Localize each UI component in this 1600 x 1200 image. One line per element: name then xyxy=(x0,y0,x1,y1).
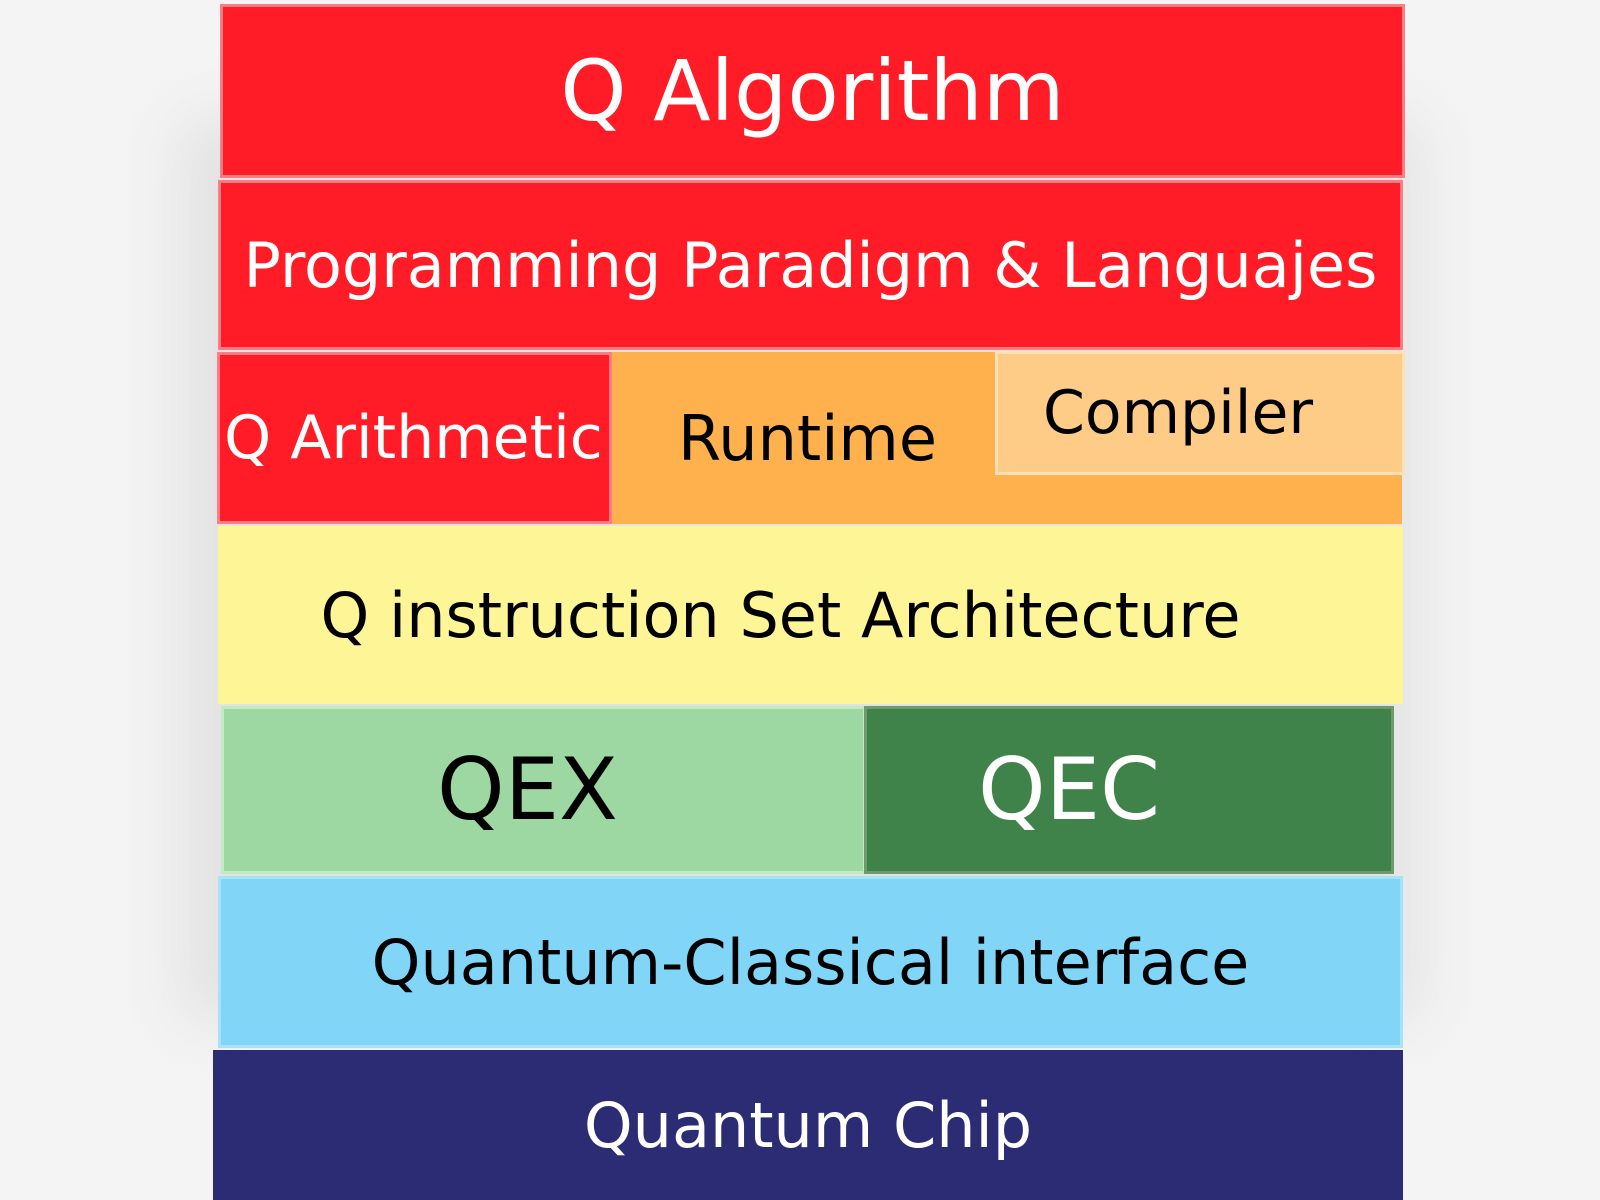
layer-label: Quantum-Classical interface xyxy=(371,925,1250,999)
layer-label: Q Algorithm xyxy=(560,42,1065,140)
layer-label: Runtime xyxy=(678,401,937,475)
layer-label: Q Arithmetic xyxy=(224,403,603,473)
layer-label: Compiler xyxy=(1043,378,1314,448)
layer-label: Quantum Chip xyxy=(583,1088,1033,1162)
layer-label: Q instruction Set Architecture xyxy=(320,578,1241,652)
layer-qex: QEX xyxy=(221,706,866,874)
layer-compiler: Compiler xyxy=(995,351,1405,475)
layer-quantum-chip: Quantum Chip xyxy=(213,1050,1403,1200)
layer-q-arithmetic: Q Arithmetic xyxy=(217,352,612,524)
layer-label: QEC xyxy=(978,740,1161,840)
layer-quantum-classical-interface: Quantum-Classical interface xyxy=(218,876,1403,1048)
layer-label: Programming Paradigm & Languajes xyxy=(243,228,1378,302)
layer-qec: QEC xyxy=(864,706,1394,874)
layer-q-algorithm: Q Algorithm xyxy=(220,4,1405,178)
layer-programming-paradigm: Programming Paradigm & Languajes xyxy=(218,180,1403,350)
layer-instruction-set-architecture: Q instruction Set Architecture xyxy=(218,526,1403,704)
layer-label: QEX xyxy=(437,740,618,840)
